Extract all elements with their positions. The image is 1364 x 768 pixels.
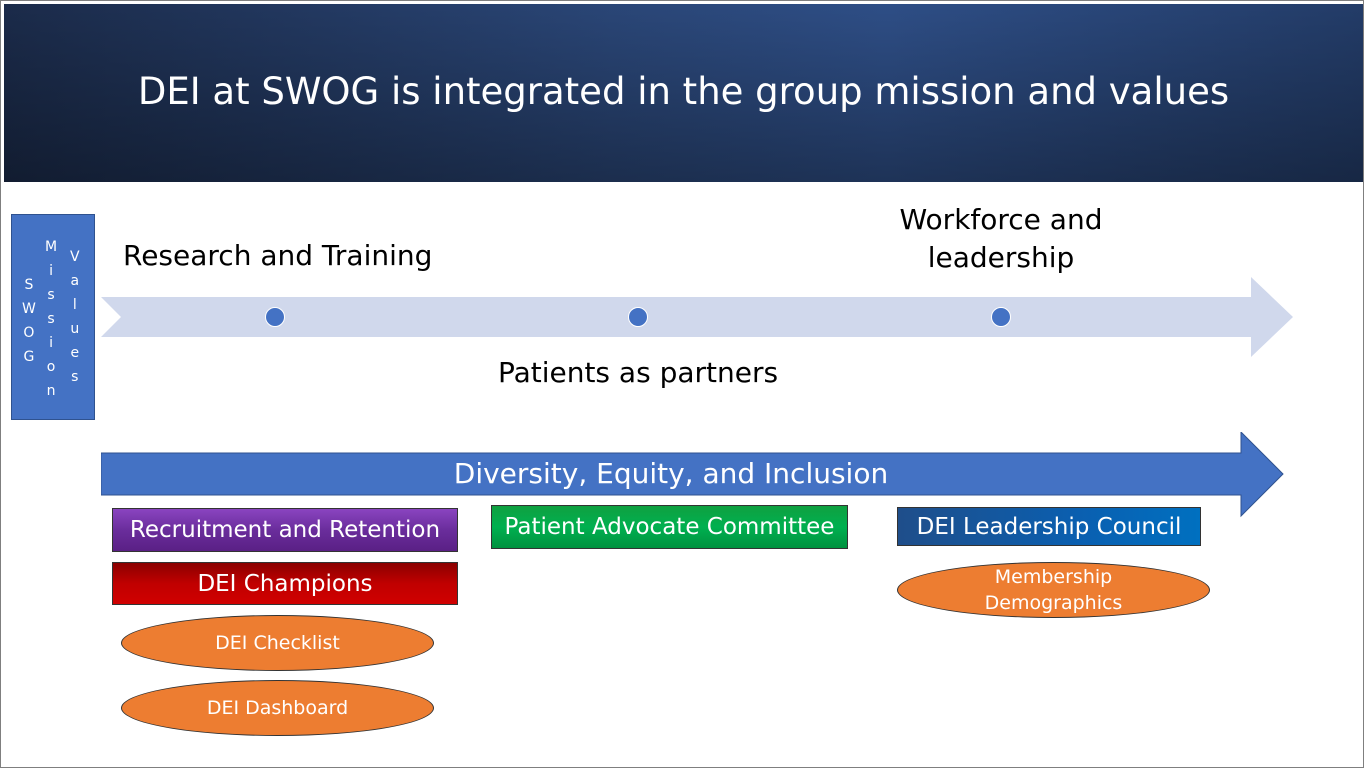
values-vertical-text: V a l u e s — [70, 245, 80, 389]
timeline-dot-workforce — [991, 307, 1011, 327]
letter: l — [72, 297, 77, 313]
letter: S — [24, 277, 34, 293]
oval-line: Membership — [994, 566, 1113, 588]
dei-arrow-shape — [101, 432, 1284, 518]
mission-vertical-text: M i s s i o n — [45, 235, 57, 403]
box-dei-leadership-council: DEI Leadership Council — [897, 507, 1201, 546]
slide-title: DEI at SWOG is integrated in the group m… — [137, 70, 1230, 113]
box-patient-advocate-committee: Patient Advocate Committee — [491, 505, 848, 549]
letter: u — [70, 321, 80, 337]
letter: W — [22, 301, 36, 317]
oval-dei-checklist: DEI Checklist — [121, 615, 434, 671]
timeline-dot-patients — [628, 307, 648, 327]
label-research-training: Research and Training — [123, 239, 433, 272]
letter: G — [23, 349, 35, 365]
dei-arrow-label: Diversity, Equity, and Inclusion — [453, 457, 889, 490]
swog-mission-values-box: S W O G M i s s i o n V a l u e s — [11, 214, 95, 420]
letter: a — [70, 273, 80, 289]
label-line: Workforce and — [899, 203, 1103, 236]
letter: M — [45, 239, 58, 255]
box-recruitment-retention: Recruitment and Retention — [112, 508, 458, 552]
letter: s — [47, 311, 55, 327]
timeline-arrow-shape — [101, 277, 1293, 357]
label-line: leadership — [927, 241, 1075, 274]
oval-membership-demographics: Membership Demographics — [897, 562, 1210, 618]
letter: n — [46, 383, 56, 399]
label-workforce-leadership: Workforce and leadership — [871, 201, 1131, 277]
oval-dei-dashboard: DEI Dashboard — [121, 680, 434, 736]
box-dei-champions: DEI Champions — [112, 562, 458, 605]
timeline-dot-research — [265, 307, 285, 327]
letter: i — [49, 263, 53, 279]
letter: e — [70, 345, 80, 361]
oval-line: Demographics — [984, 592, 1123, 614]
swog-vertical-text: S W O G — [22, 273, 36, 369]
letter: o — [46, 359, 56, 375]
title-banner: DEI at SWOG is integrated in the group m… — [4, 4, 1363, 182]
dei-arrow — [101, 432, 1284, 518]
letter: s — [47, 287, 55, 303]
label-patients-partners: Patients as partners — [497, 356, 779, 389]
timeline-arrow — [101, 277, 1293, 357]
letter: s — [71, 369, 79, 385]
letter: V — [70, 249, 80, 265]
letter: i — [49, 335, 53, 351]
letter: O — [23, 325, 35, 341]
